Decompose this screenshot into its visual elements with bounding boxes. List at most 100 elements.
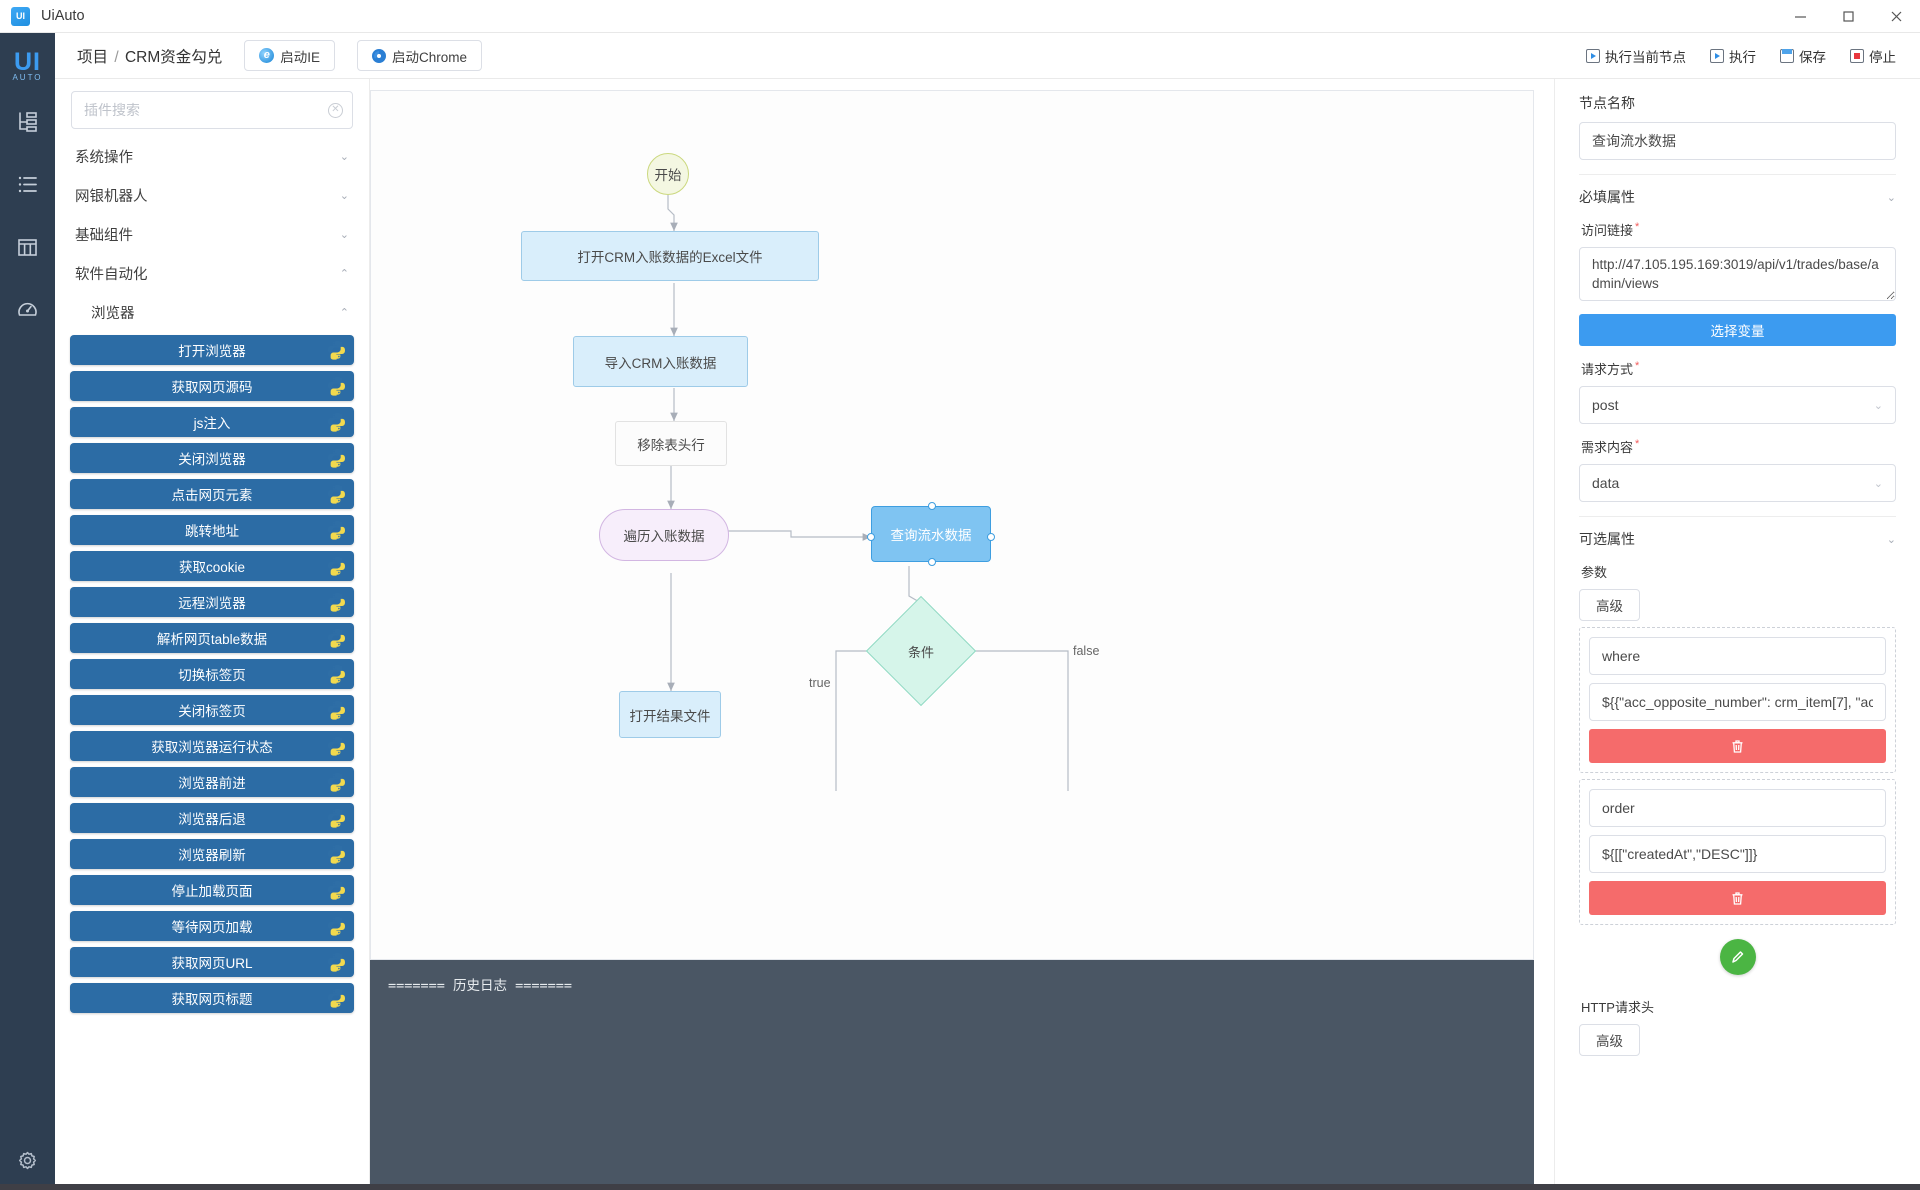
chevron-down-icon: ⌄ — [339, 151, 349, 163]
plugin-button[interactable]: 获取网页URL — [70, 947, 354, 977]
launch-ie-label: 启动IE — [280, 49, 321, 65]
play-box-icon — [1710, 48, 1724, 63]
plugin-button[interactable]: 获取网页标题 — [70, 983, 354, 1013]
flowchart-canvas[interactable]: 开始 打开CRM入账数据的Excel文件 导入CRM入账数据 移除表头行 遍历入… — [370, 90, 1534, 960]
save-button[interactable]: 保存 — [1780, 46, 1826, 66]
app-logo-icon: UI — [11, 6, 30, 26]
log-panel[interactable]: ======= 历史日志 ======= — [370, 960, 1534, 1190]
stop-button[interactable]: 停止 — [1850, 46, 1896, 66]
clear-icon[interactable]: ✕ — [328, 102, 343, 118]
plugin-button[interactable]: 远程浏览器 — [70, 587, 354, 617]
launch-ie-button[interactable]: e 启动IE — [244, 40, 336, 71]
minimize-icon[interactable] — [1776, 0, 1824, 33]
flow-node-remove-header[interactable]: 移除表头行 — [615, 421, 727, 466]
plugin-button-label: 获取浏览器运行状态 — [151, 740, 273, 755]
project-header: 项目 / CRM资金勾兑 e 启动IE 启动Chrome 执行当前节点 执行 保… — [55, 33, 1920, 79]
plugin-button[interactable]: 浏览器刷新 — [70, 839, 354, 869]
breadcrumb-project-name: CRM资金勾兑 — [124, 48, 223, 66]
param-key-input[interactable] — [1589, 789, 1886, 827]
plugin-button-label: 等待网页加载 — [171, 920, 253, 935]
headers-advanced-button[interactable]: 高级 — [1579, 1024, 1640, 1056]
plugin-button[interactable]: 获取网页源码 — [70, 371, 354, 401]
plugin-button[interactable]: 等待网页加载 — [70, 911, 354, 941]
plugin-button-label: 远程浏览器 — [178, 596, 246, 611]
plugin-button-label: 关闭浏览器 — [178, 452, 246, 467]
plugin-button[interactable]: 浏览器前进 — [70, 767, 354, 797]
chevron-down-icon: ⌄ — [339, 190, 349, 202]
save-icon — [1780, 48, 1794, 63]
required-properties-label: 必填属性 — [1579, 189, 1635, 205]
tree-item-ebank-robot[interactable]: 网银机器人 ⌄ — [55, 176, 369, 215]
chrome-icon — [372, 48, 387, 63]
window-controls — [1776, 0, 1920, 33]
plugin-search-box[interactable]: ✕ — [71, 91, 353, 129]
plugin-button[interactable]: 关闭标签页 — [70, 695, 354, 725]
plugin-button[interactable]: 获取cookie — [70, 551, 354, 581]
url-textarea[interactable] — [1579, 247, 1896, 301]
sitemap-icon[interactable] — [0, 90, 55, 153]
tree-item-basic-components[interactable]: 基础组件 ⌄ — [55, 215, 369, 254]
optional-properties-section[interactable]: 可选属性 ⌄ — [1579, 516, 1896, 549]
select-variable-button[interactable]: 选择变量 — [1579, 314, 1896, 346]
plugin-button[interactable]: 打开浏览器 — [70, 335, 354, 365]
plugin-button[interactable]: 关闭浏览器 — [70, 443, 354, 473]
flow-node-condition[interactable]: 条件 — [865, 595, 977, 707]
node-name-input[interactable] — [1579, 122, 1896, 160]
param-delete-button[interactable] — [1589, 729, 1886, 763]
plugin-button[interactable]: 切换标签页 — [70, 659, 354, 689]
method-select[interactable]: post ⌄ — [1579, 386, 1896, 424]
chevron-down-icon: ⌄ — [1886, 191, 1896, 204]
plugin-button[interactable]: 获取浏览器运行状态 — [70, 731, 354, 761]
gear-icon[interactable] — [0, 1130, 55, 1190]
content-value: data — [1592, 475, 1620, 491]
table-icon[interactable] — [0, 216, 55, 279]
plugin-button[interactable]: 停止加载页面 — [70, 875, 354, 905]
plugin-button[interactable]: 浏览器后退 — [70, 803, 354, 833]
params-advanced-button[interactable]: 高级 — [1579, 589, 1640, 621]
maximize-icon[interactable] — [1824, 0, 1872, 33]
plugin-button[interactable]: 跳转地址 — [70, 515, 354, 545]
flow-node-query-selected[interactable]: 查询流水数据 — [867, 502, 995, 566]
tree-item-software-automation[interactable]: 软件自动化 ⌃ — [55, 254, 369, 293]
node-handle-bottom[interactable] — [928, 558, 936, 566]
launch-chrome-button[interactable]: 启动Chrome — [357, 40, 483, 71]
flow-node-open-result[interactable]: 打开结果文件 — [619, 691, 721, 738]
flow-node-start[interactable]: 开始 — [647, 153, 689, 195]
python-icon — [328, 449, 345, 468]
tree-item-system-ops[interactable]: 系统操作 ⌄ — [55, 137, 369, 176]
required-marker: * — [1635, 220, 1640, 233]
required-properties-section[interactable]: 必填属性 ⌄ — [1579, 174, 1896, 207]
node-handle-left[interactable] — [867, 533, 875, 541]
close-icon[interactable] — [1872, 0, 1920, 33]
flow-node-open-excel[interactable]: 打开CRM入账数据的Excel文件 — [521, 231, 819, 281]
param-key-input[interactable] — [1589, 637, 1886, 675]
python-icon — [328, 665, 345, 684]
tree-item-browser[interactable]: 浏览器 ⌃ — [55, 293, 369, 332]
param-delete-button[interactable] — [1589, 881, 1886, 915]
plugin-button[interactable]: 点击网页元素 — [70, 479, 354, 509]
python-icon — [328, 989, 345, 1008]
window-titlebar: UI UiAuto — [0, 0, 1920, 33]
content-label-wrap: 需求内容* — [1581, 437, 1896, 456]
param-value-input[interactable] — [1589, 835, 1886, 873]
python-icon — [328, 629, 345, 648]
plugin-button-label: 打开浏览器 — [178, 344, 246, 359]
node-handle-right[interactable] — [987, 533, 995, 541]
run-button[interactable]: 执行 — [1710, 46, 1756, 66]
plugin-button[interactable]: js注入 — [70, 407, 354, 437]
http-headers-label: HTTP请求头 — [1581, 1000, 1654, 1015]
content-select[interactable]: data ⌄ — [1579, 464, 1896, 502]
plugin-button-label: js注入 — [193, 416, 231, 431]
plugin-button-label: 解析网页table数据 — [156, 632, 268, 647]
list-icon[interactable] — [0, 153, 55, 216]
add-param-button[interactable] — [1719, 939, 1756, 975]
dashboard-icon[interactable] — [0, 279, 55, 342]
run-current-node-button[interactable]: 执行当前节点 — [1586, 46, 1686, 66]
plugin-button-label: 停止加载页面 — [171, 884, 253, 899]
plugin-button[interactable]: 解析网页table数据 — [70, 623, 354, 653]
search-input[interactable] — [72, 102, 352, 118]
node-handle-top[interactable] — [928, 502, 936, 510]
flow-node-loop[interactable]: 遍历入账数据 — [599, 509, 729, 561]
param-value-input[interactable] — [1589, 683, 1886, 721]
flow-node-import-data[interactable]: 导入CRM入账数据 — [573, 336, 748, 387]
